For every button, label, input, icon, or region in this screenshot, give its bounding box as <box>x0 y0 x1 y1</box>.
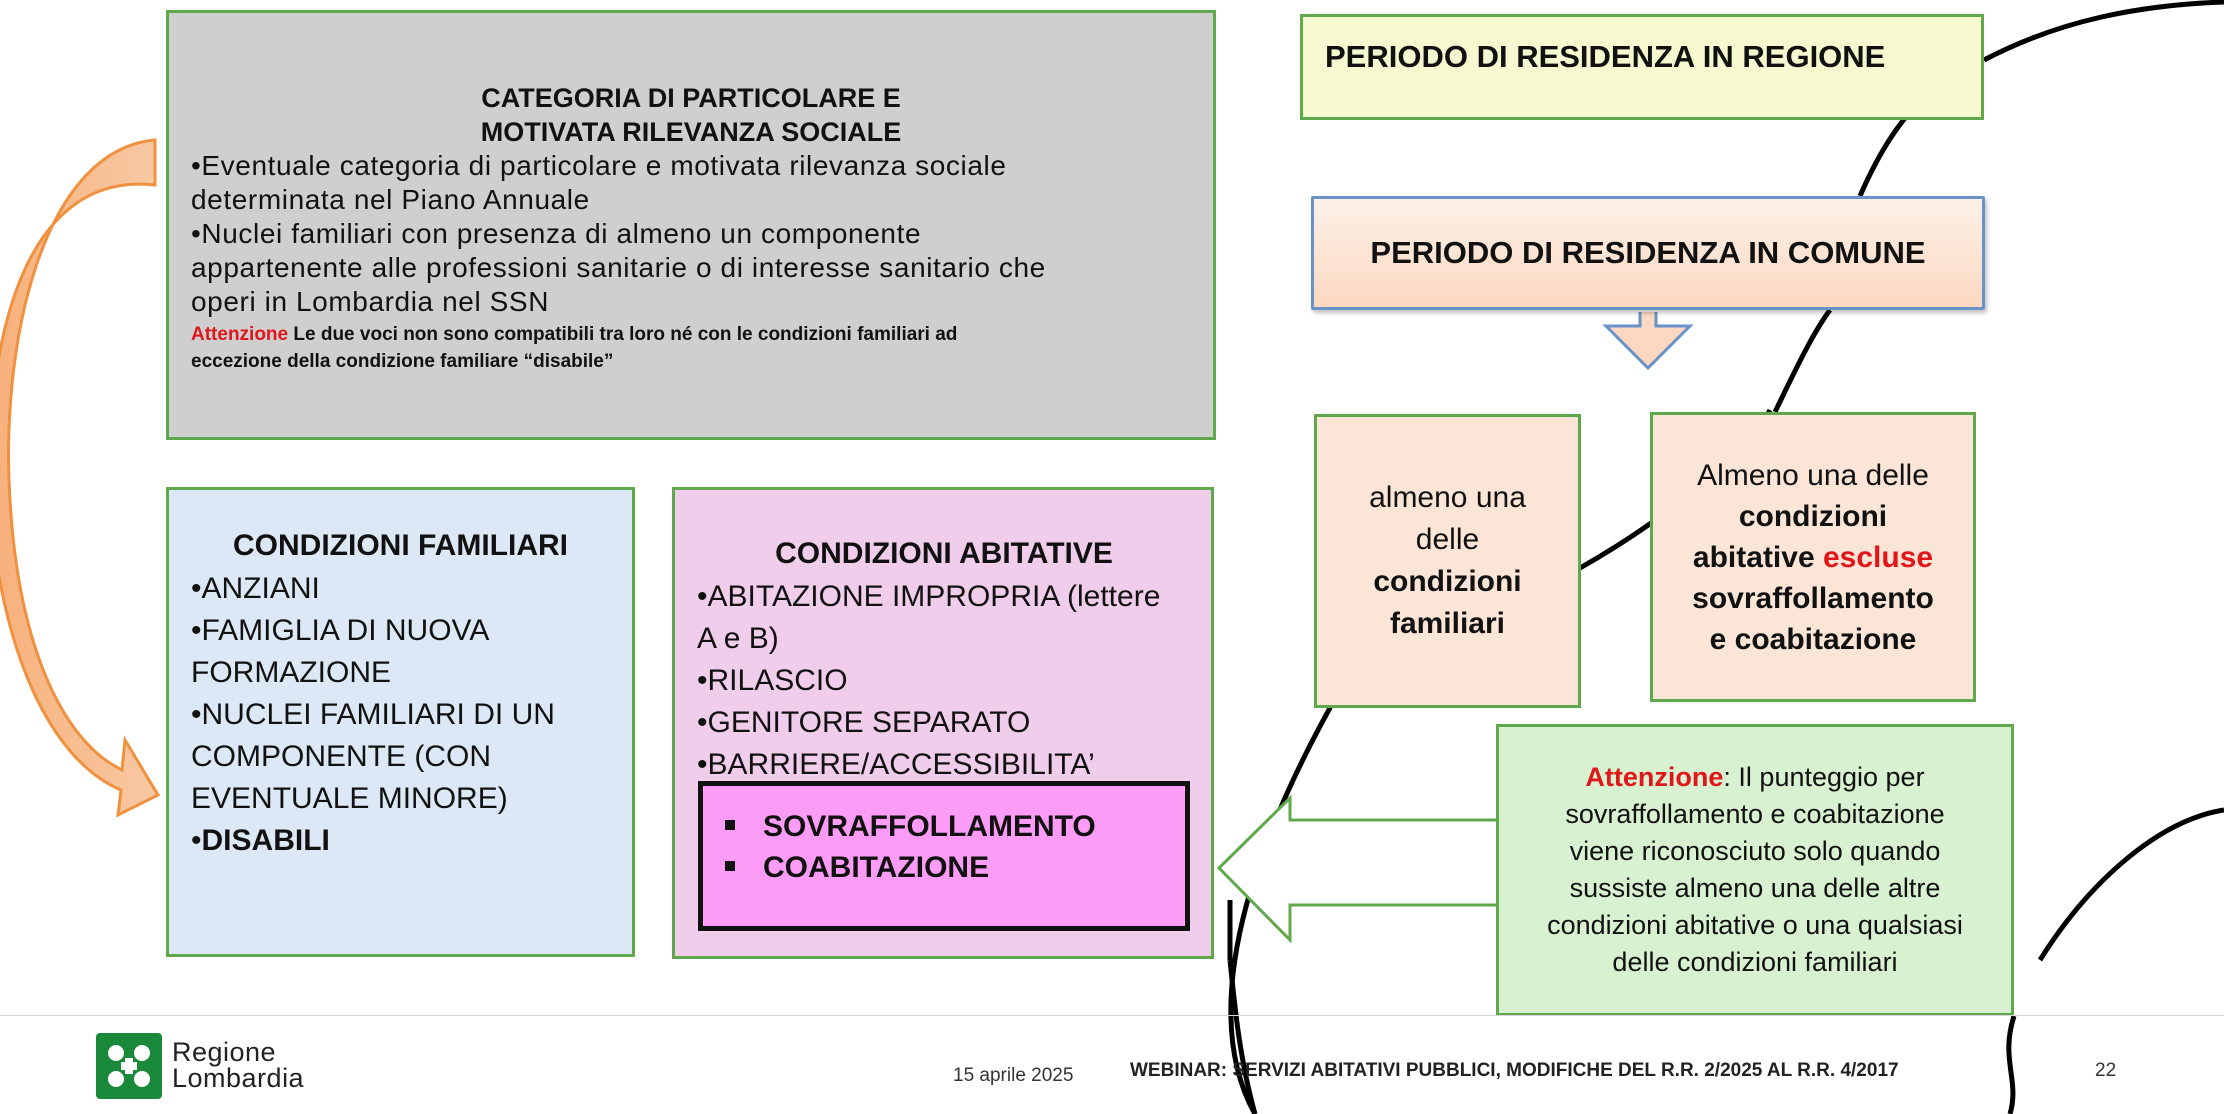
logo-text: Regione Lombardia <box>172 1037 305 1093</box>
abitative-line: •ABITAZIONE IMPROPRIA (lettere <box>697 580 1161 613</box>
residenza-comune-box: PERIODO DI RESIDENZA IN COMUNE <box>1311 196 1985 310</box>
bullet: • <box>191 824 202 857</box>
highlight-item: COABITAZIONE <box>725 847 1185 888</box>
att-line: sussiste almeno una delle altre <box>1569 873 1941 903</box>
categoria-line: •Nuclei familiari con presenza di almeno… <box>191 218 922 249</box>
footer-date: 15 aprile 2025 <box>953 1065 1074 1086</box>
familiari-line: •FAMIGLIA DI NUOVA <box>191 614 490 647</box>
req-line: abitative escluse <box>1692 537 1934 578</box>
att-line: condizioni abitative o una qualsiasi <box>1547 910 1963 940</box>
residenza-regione-box: PERIODO DI RESIDENZA IN REGIONE <box>1300 14 1984 120</box>
req-escluse: escluse <box>1822 540 1934 574</box>
categoria-line: •Eventuale categoria di particolare e mo… <box>191 150 1007 181</box>
familiari-title: CONDIZIONI FAMILIARI <box>233 529 568 562</box>
att-line: delle condizioni familiari <box>1612 947 1898 977</box>
categoria-note: Attenzione Le due voci non sono compatib… <box>191 321 1191 348</box>
square-bullet-icon <box>725 820 735 831</box>
highlight-label: SOVRAFFOLLAMENTO <box>763 810 1096 843</box>
familiari-line: •ANZIANI <box>191 572 320 605</box>
req-line: sovraffollamento <box>1692 581 1934 615</box>
familiari-line: EVENTUALE MINORE) <box>191 782 508 815</box>
att-line: Attenzione: Il punteggio per <box>1547 759 1963 796</box>
footer-divider <box>0 1015 2224 1016</box>
attenzione-box: Attenzione: Il punteggio per sovraffolla… <box>1496 724 2014 1016</box>
categoria-line: operi in Lombardia nel SSN <box>191 286 550 317</box>
page-number: 22 <box>2095 1060 2117 1081</box>
categoria-title-line2: MOTIVATA RILEVANZA SOCIALE <box>480 117 902 147</box>
down-arrow <box>1602 312 1694 371</box>
green-left-arrow <box>1216 794 1496 944</box>
req-abitative: abitative <box>1692 540 1823 574</box>
abitative-title: CONDIZIONI ABITATIVE <box>775 537 1113 570</box>
logo-line1: Regione <box>172 1037 277 1067</box>
familiari-line: FORMAZIONE <box>191 656 391 689</box>
highlight-label: COABITAZIONE <box>763 851 990 884</box>
highlight-item: SOVRAFFOLLAMENTO <box>725 806 1185 847</box>
logo-line2: Lombardia <box>172 1063 305 1093</box>
att-line: viene riconosciuto solo quando <box>1569 836 1941 866</box>
abitative-line: •RILASCIO <box>697 664 848 697</box>
condizioni-familiari-box: CONDIZIONI FAMILIARI •ANZIANI •FAMIGLIA … <box>166 487 635 957</box>
req-line: familiari <box>1389 607 1506 640</box>
req-line: condizioni <box>1373 565 1522 598</box>
abitative-line: A e B) <box>697 622 779 655</box>
abitative-line: •BARRIERE/ACCESSIBILITA’ <box>697 748 1095 781</box>
orange-curved-arrow <box>0 138 161 818</box>
categoria-box: CATEGORIA DI PARTICOLARE E MOTIVATA RILE… <box>166 10 1216 440</box>
req-line: delle <box>1415 523 1480 556</box>
abitative-requirement-box: Almeno una delle condizioni abitative es… <box>1650 412 1976 702</box>
att-text: : Il punteggio per <box>1723 762 1925 792</box>
req-line: condizioni <box>1738 499 1888 533</box>
familiari-line: COMPONENTE (CON <box>191 740 491 773</box>
regione-lombardia-logo-icon <box>96 1033 162 1099</box>
abitative-line: •GENITORE SEPARATO <box>697 706 1031 739</box>
footer-webinar-title: WEBINAR: SERVIZI ABITATIVI PUBBLICI, MOD… <box>1130 1060 1899 1081</box>
att-label: Attenzione <box>1585 762 1724 792</box>
req-line: almeno una <box>1369 481 1526 514</box>
categoria-note-line2: eccezione della condizione familiare “di… <box>191 351 614 372</box>
categoria-line: appartenente alle professioni sanitarie … <box>191 252 1046 283</box>
sovraffollamento-box: SOVRAFFOLLAMENTO COABITAZIONE <box>698 781 1190 931</box>
disabili-label: DISABILI <box>201 824 330 857</box>
familiari-line: •NUCLEI FAMILIARI DI UN <box>191 698 555 731</box>
note-line1: Le due voci non sono compatibili tra lor… <box>288 324 958 345</box>
familiari-last-line: •DISABILI <box>191 820 610 862</box>
att-line: sovraffollamento e coabitazione <box>1565 799 1945 829</box>
categoria-line: determinata nel Piano Annuale <box>191 184 590 215</box>
note-label: Attenzione <box>191 324 289 345</box>
familiari-requirement-box: almeno una delle condizioni familiari <box>1314 414 1581 708</box>
square-bullet-icon <box>725 861 735 872</box>
categoria-title-line1: CATEGORIA DI PARTICOLARE E <box>481 83 901 113</box>
req-line: Almeno una delle <box>1697 458 1929 492</box>
req-line: e coabitazione <box>1709 622 1917 656</box>
